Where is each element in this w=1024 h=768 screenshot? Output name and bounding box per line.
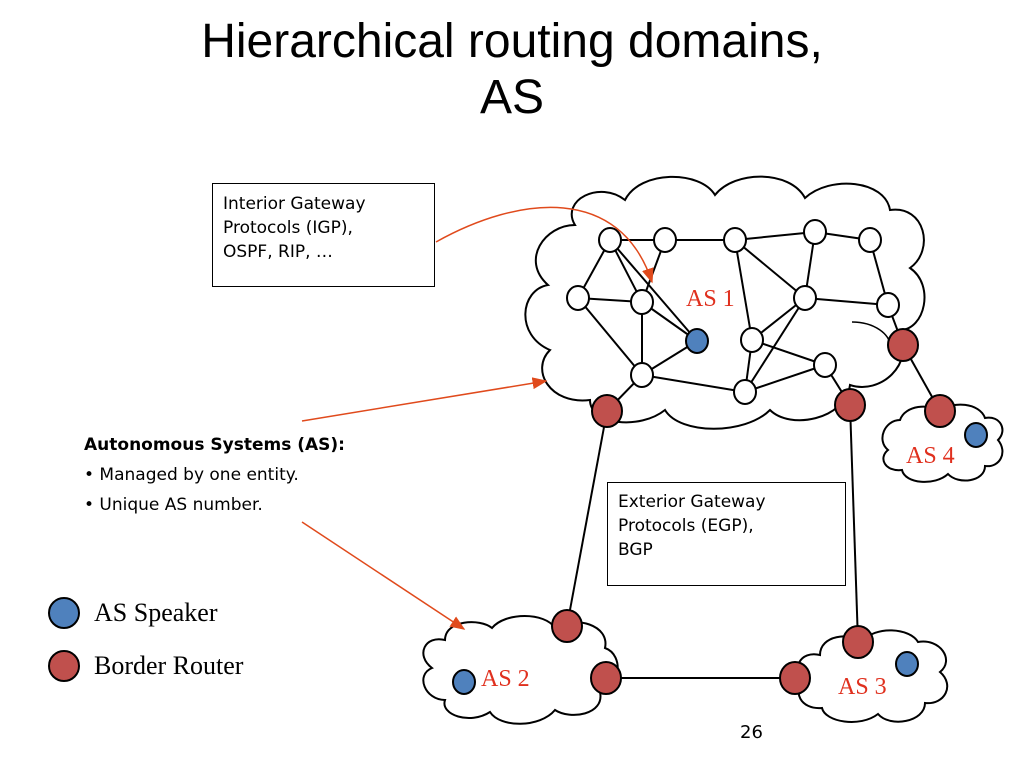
as2-cloud	[422, 615, 619, 725]
as1-label: AS 1	[686, 286, 735, 312]
egp-line-2: Protocols (EGP),	[618, 516, 754, 536]
router-node	[793, 285, 817, 311]
igp-arrow	[435, 206, 654, 284]
egp-line-1: Exterior Gateway	[618, 492, 766, 512]
as-description-bullet-2: • Unique AS number.	[84, 495, 263, 515]
border-node	[842, 625, 874, 659]
title-line-2: AS	[479, 71, 545, 124]
title-line-1: Hierarchical routing domains,	[201, 15, 823, 68]
speaker-node-as1	[685, 328, 709, 354]
egp-box: Exterior Gateway Protocols (EGP), BGP	[607, 482, 846, 586]
router-node	[598, 227, 622, 253]
internal-routers	[566, 219, 900, 405]
speaker-node-as2	[452, 669, 476, 695]
border-node	[887, 328, 919, 362]
router-node	[733, 379, 757, 405]
igp-line-2: Protocols (IGP),	[223, 218, 353, 238]
igp-line-3: OSPF, RIP, …	[223, 242, 333, 262]
router-node	[803, 219, 827, 245]
as2-label: AS 2	[481, 666, 530, 692]
as-description-bullet-1: • Managed by one entity.	[84, 465, 299, 485]
as-arrow-to-as1	[301, 377, 548, 422]
as-description: Autonomous Systems (AS): • Managed by on…	[84, 430, 345, 520]
router-node	[858, 227, 882, 253]
legend-border: Border Router	[48, 650, 243, 682]
router-node	[653, 227, 677, 253]
router-node	[630, 362, 654, 388]
legend-speaker: AS Speaker	[48, 597, 217, 629]
border-routers	[551, 328, 956, 695]
as4-label: AS 4	[906, 443, 955, 469]
slide-title: Hierarchical routing domains, AS	[0, 14, 1024, 126]
border-node	[590, 661, 622, 695]
router-node	[876, 292, 900, 318]
speaker-legend-icon	[48, 597, 80, 629]
speaker-legend-label: AS Speaker	[94, 598, 218, 627]
router-node	[813, 352, 837, 378]
egp-line-3: BGP	[618, 540, 653, 560]
border-node	[924, 394, 956, 428]
router-node	[630, 289, 654, 315]
page-number: 26	[740, 722, 763, 743]
border-node	[779, 661, 811, 695]
border-node	[551, 609, 583, 643]
router-node	[740, 327, 764, 353]
router-node	[723, 227, 747, 253]
igp-box: Interior Gateway Protocols (IGP), OSPF, …	[212, 183, 435, 287]
as-description-heading: Autonomous Systems (AS):	[84, 435, 345, 455]
border-node	[834, 388, 866, 422]
border-legend-icon	[48, 650, 80, 682]
speaker-node-as4	[964, 422, 988, 448]
igp-line-1: Interior Gateway	[223, 194, 366, 214]
border-legend-label: Border Router	[94, 651, 244, 680]
as-arrow-to-as2	[301, 521, 466, 630]
as-speakers	[452, 328, 988, 695]
border-node	[591, 394, 623, 428]
speaker-node-as3	[895, 651, 919, 677]
router-node	[566, 285, 590, 311]
as3-label: AS 3	[838, 674, 887, 700]
